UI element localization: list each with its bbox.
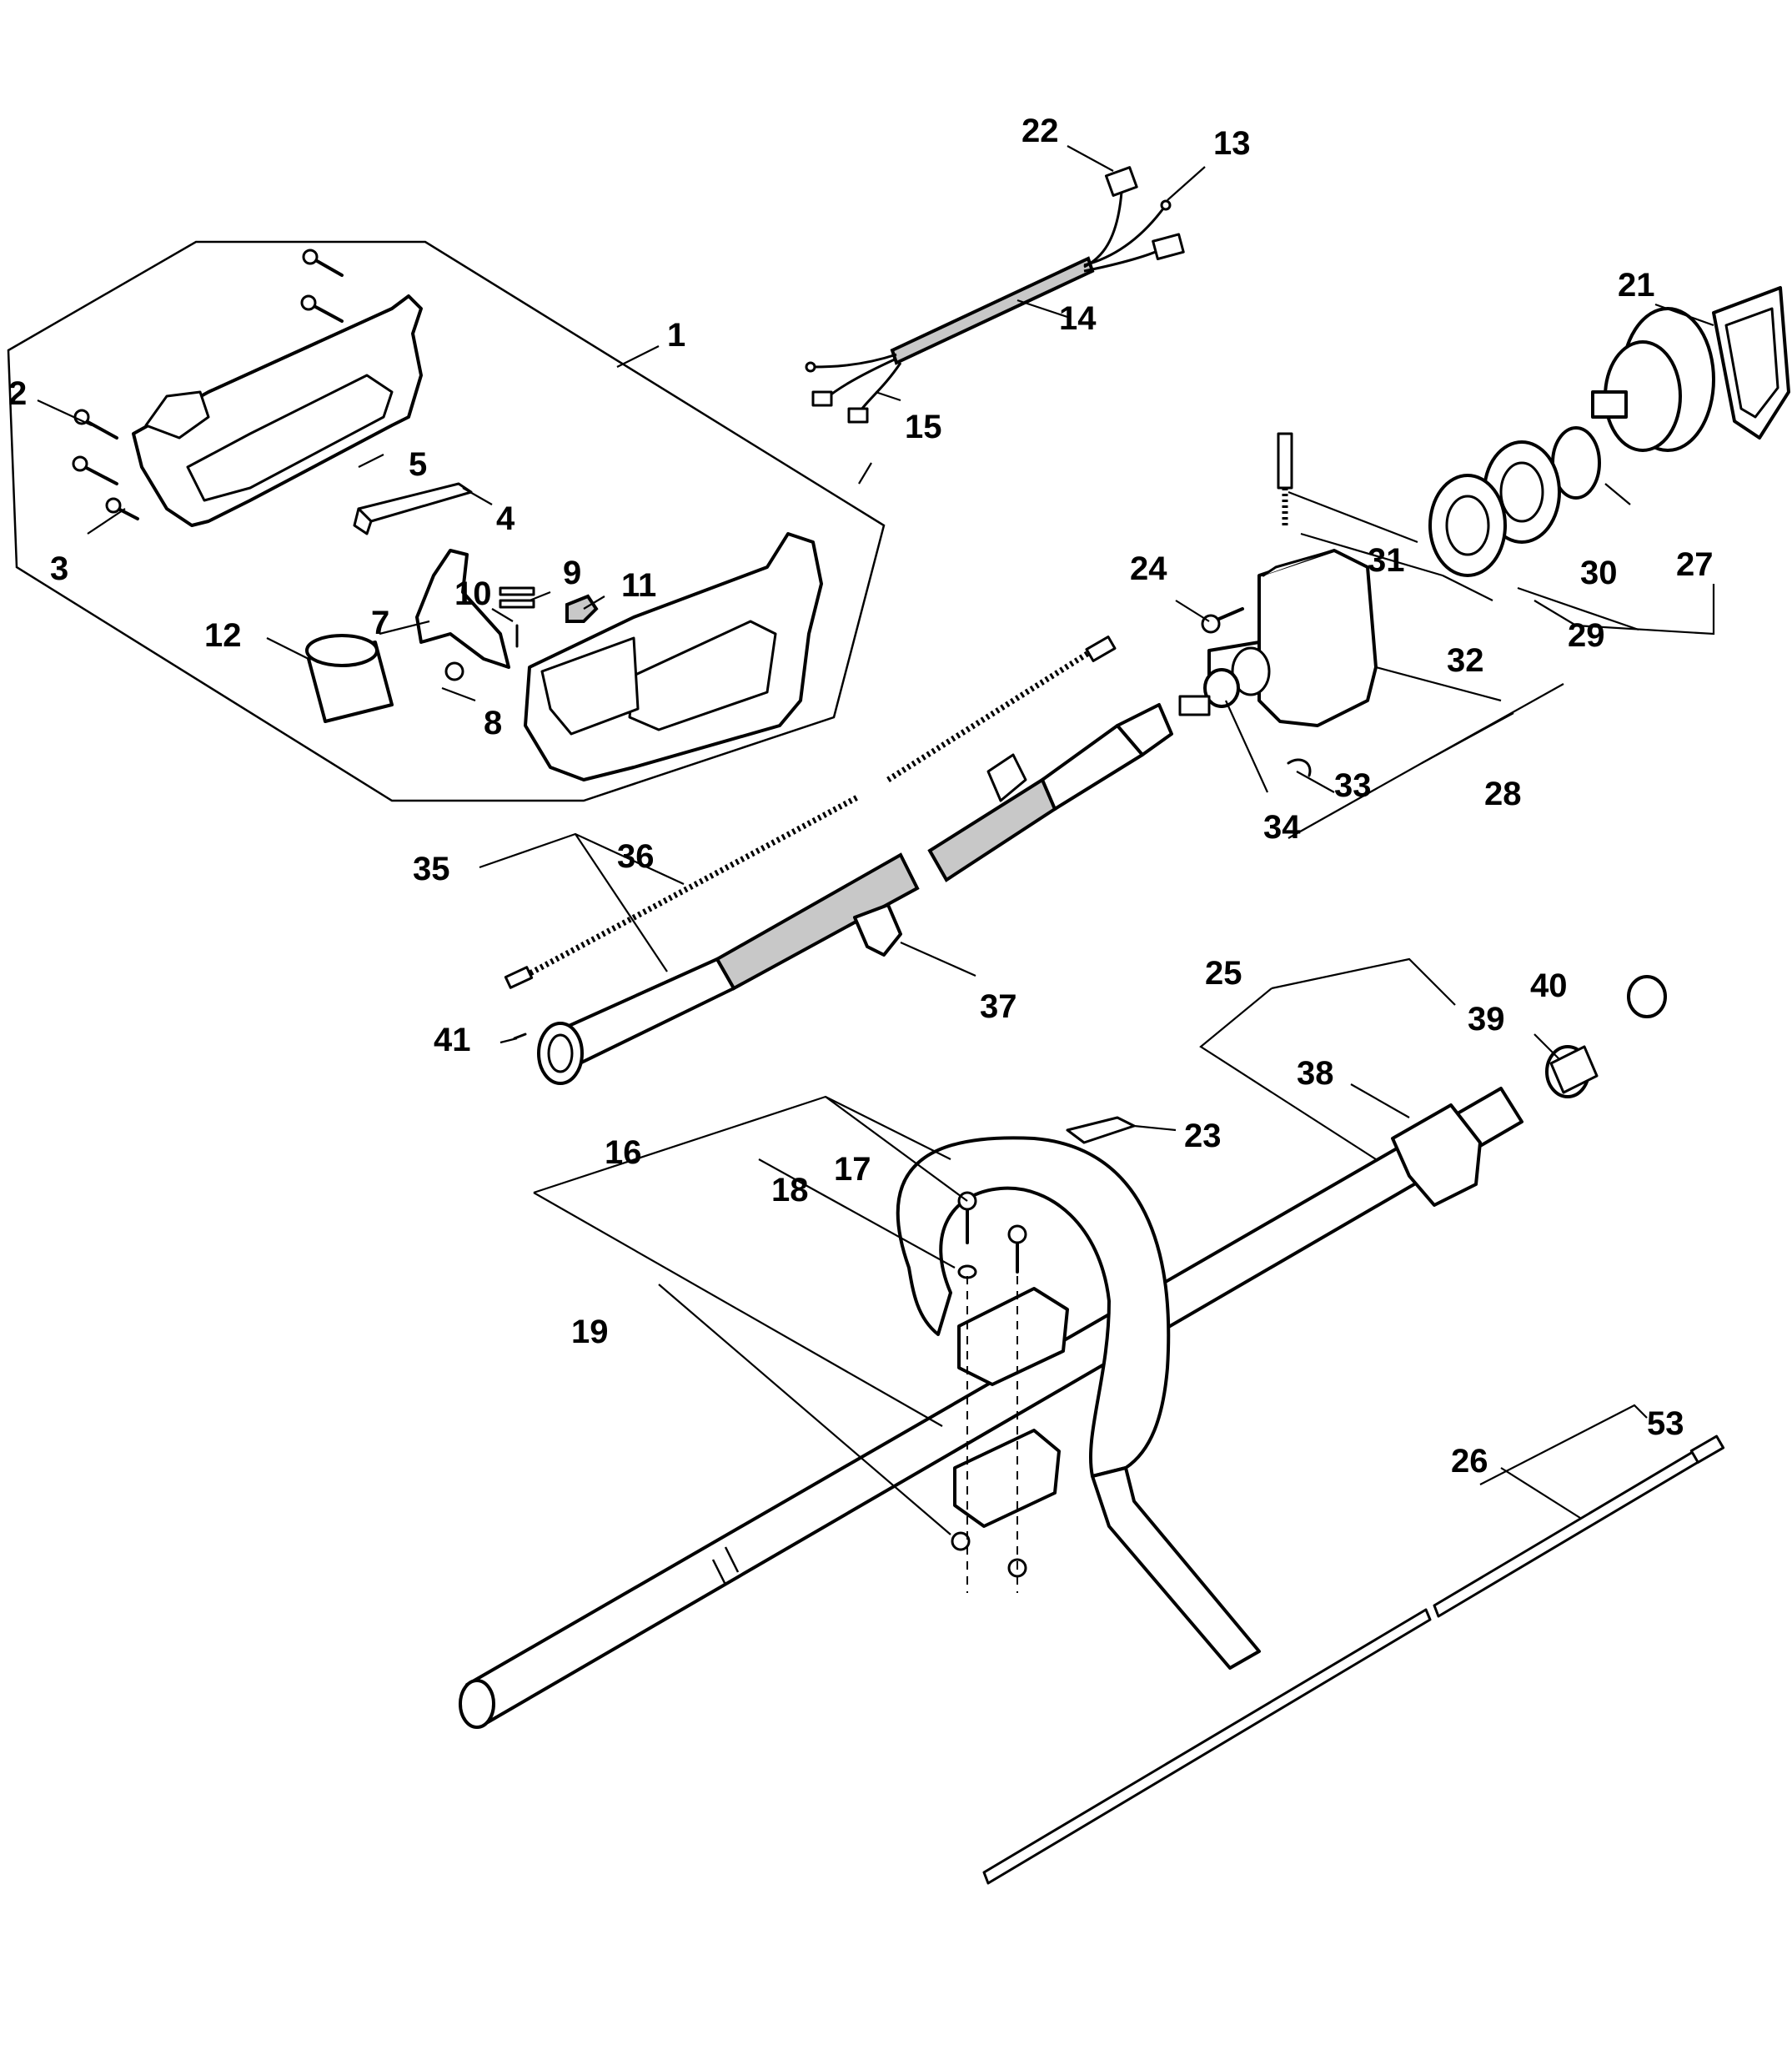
trigger-spring bbox=[444, 661, 464, 681]
main-tube-assembly bbox=[459, 975, 1667, 1729]
callout-41: 41 bbox=[434, 1022, 471, 1058]
drive-shaft-upper bbox=[504, 636, 1173, 1085]
callout-12: 12 bbox=[204, 617, 242, 654]
throttle-lever-hook bbox=[353, 507, 373, 535]
trigger bbox=[415, 549, 510, 669]
callout-40: 40 bbox=[1530, 967, 1568, 1004]
stop-button bbox=[565, 594, 599, 623]
locking-pin bbox=[1277, 432, 1293, 490]
callout-18: 18 bbox=[771, 1172, 809, 1208]
handle-shell-left-grip bbox=[186, 374, 394, 502]
e-clip bbox=[1287, 758, 1312, 777]
callout-36: 36 bbox=[617, 838, 655, 875]
callout-9: 9 bbox=[563, 555, 581, 591]
callout-16: 16 bbox=[605, 1134, 642, 1171]
callout-32: 32 bbox=[1447, 642, 1484, 679]
handle-sleeve bbox=[305, 634, 394, 723]
callout-8: 8 bbox=[484, 705, 502, 741]
callout-11: 11 bbox=[621, 567, 656, 604]
callout-28: 28 bbox=[1484, 776, 1522, 812]
callout-35: 35 bbox=[413, 851, 450, 887]
callout-31: 31 bbox=[1368, 542, 1405, 579]
handle-shell-right-grip bbox=[628, 620, 777, 731]
callout-25: 25 bbox=[1205, 955, 1242, 992]
spacer-plate bbox=[1066, 1116, 1136, 1144]
callout-27: 27 bbox=[1676, 546, 1714, 583]
callout-24: 24 bbox=[1130, 550, 1167, 587]
callout-4: 4 bbox=[496, 500, 515, 537]
handle-shell-right-end bbox=[540, 636, 640, 736]
leader-lines bbox=[37, 145, 1715, 1535]
callout-23: 23 bbox=[1184, 1118, 1222, 1154]
callout-38: 38 bbox=[1297, 1055, 1334, 1092]
tube-clamp bbox=[853, 903, 902, 957]
threaded-adapter bbox=[1545, 1045, 1599, 1098]
drive-coupling bbox=[1178, 668, 1240, 716]
small-pins bbox=[499, 586, 535, 648]
gear-head-assembly bbox=[1178, 286, 1790, 777]
handle-shell-left-end bbox=[144, 390, 210, 440]
bike-handle-arm bbox=[1091, 1466, 1261, 1670]
bearings bbox=[1428, 440, 1561, 577]
callout-33: 33 bbox=[1334, 767, 1372, 804]
bike-handle-loop bbox=[896, 1136, 1171, 1478]
callout-10: 10 bbox=[454, 575, 492, 612]
callout-14: 14 bbox=[1059, 300, 1097, 337]
callout-30: 30 bbox=[1580, 555, 1618, 591]
flex-shaft bbox=[982, 1434, 1725, 1885]
callout-37: 37 bbox=[980, 988, 1017, 1025]
handle-housing-group bbox=[7, 240, 886, 802]
callout-26: 26 bbox=[1451, 1443, 1488, 1480]
handle-group-outline bbox=[7, 240, 886, 802]
clamp-lower bbox=[953, 1429, 1061, 1528]
tube-knob bbox=[1391, 1103, 1482, 1207]
gear-housing bbox=[1257, 549, 1378, 727]
callout-19: 19 bbox=[571, 1314, 609, 1350]
wiring-harness bbox=[805, 166, 1185, 424]
callout-3: 3 bbox=[50, 550, 68, 587]
callout-34: 34 bbox=[1263, 809, 1301, 846]
clutch-drum bbox=[1591, 307, 1715, 452]
callout-15: 15 bbox=[905, 409, 942, 445]
callout-1: 1 bbox=[667, 317, 685, 354]
o-ring bbox=[1627, 975, 1667, 1018]
callout-13: 13 bbox=[1213, 125, 1251, 162]
callout-22: 22 bbox=[1021, 113, 1059, 149]
callout-7: 7 bbox=[371, 605, 389, 641]
screws-left bbox=[72, 249, 344, 520]
callout-53: 53 bbox=[1647, 1405, 1684, 1442]
callout-5: 5 bbox=[409, 446, 427, 483]
clamp-upper bbox=[957, 1287, 1069, 1386]
callout-21: 21 bbox=[1618, 267, 1655, 304]
callout-39: 39 bbox=[1468, 1001, 1505, 1038]
callout-17: 17 bbox=[834, 1151, 871, 1188]
callout-2: 2 bbox=[8, 375, 27, 412]
throttle-lever bbox=[357, 482, 473, 523]
callout-labels: 1 2 3 4 5 7 8 9 10 11 12 13 14 15 16 17 … bbox=[8, 113, 1714, 1480]
callout-29: 29 bbox=[1568, 617, 1605, 654]
